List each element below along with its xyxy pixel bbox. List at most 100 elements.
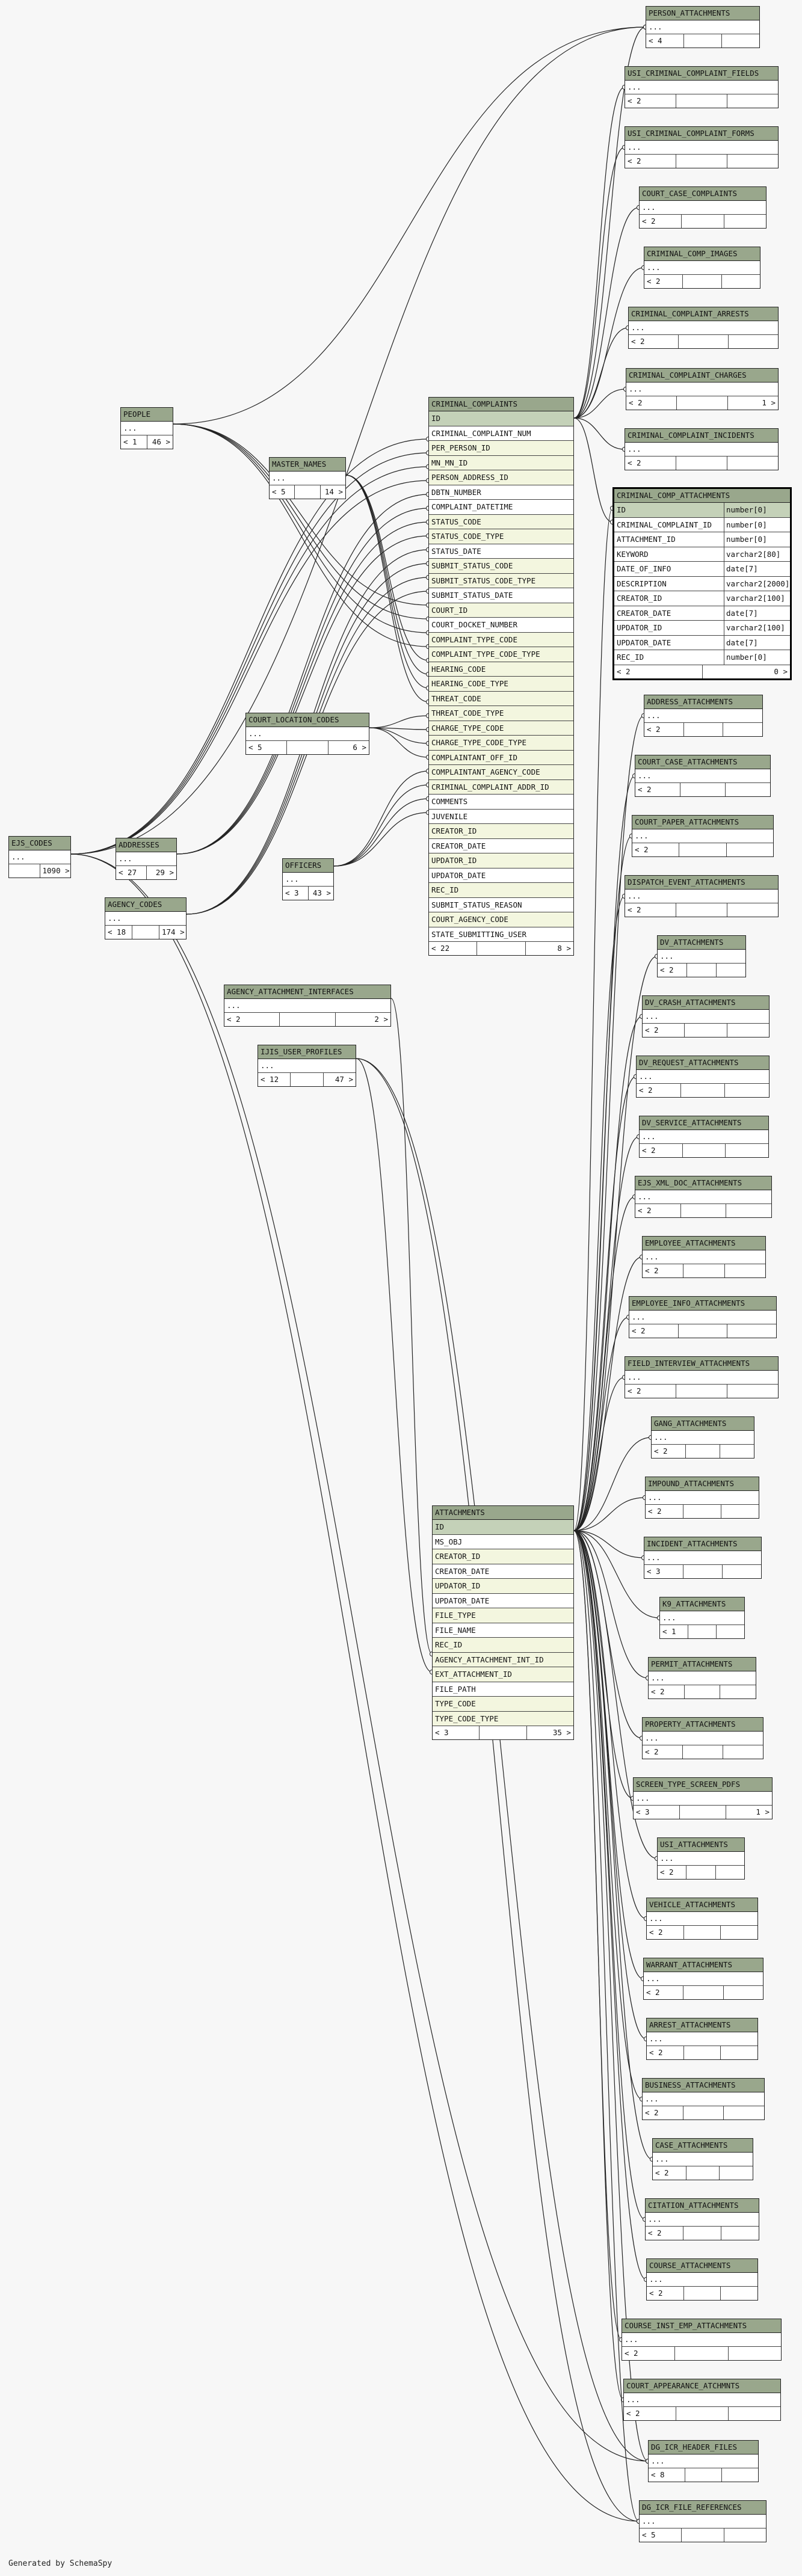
table-header[interactable]: COURT_PAPER_ATTACHMENTS — [632, 816, 773, 829]
table-header[interactable]: AGENCY_ATTACHMENT_INTERFACES — [224, 985, 390, 999]
table-header[interactable]: COURSE_INST_EMP_ATTACHMENTS — [622, 2319, 781, 2333]
table-header[interactable]: CRIMINAL_COMPLAINT_INCIDENTS — [625, 429, 778, 443]
table-header[interactable]: COURT_CASE_ATTACHMENTS — [635, 755, 770, 769]
table-header[interactable]: PERSON_ATTACHMENTS — [646, 7, 759, 20]
table-incident-attachments[interactable]: INCIDENT_ATTACHMENTS...< 3 — [644, 1537, 762, 1579]
table-header[interactable]: CRIMINAL_COMP_IMAGES — [644, 247, 760, 261]
table-header[interactable]: AGENCY_CODES — [105, 898, 186, 912]
table-k9-attachments[interactable]: K9_ATTACHMENTS...< 1 — [659, 1597, 745, 1639]
table-property-attachments[interactable]: PROPERTY_ATTACHMENTS...< 2 — [642, 1717, 763, 1759]
table-header[interactable]: DV_ATTACHMENTS — [658, 936, 745, 950]
table-header[interactable]: PEOPLE — [121, 408, 173, 422]
table-dv-crash-attachments[interactable]: DV_CRASH_ATTACHMENTS...< 2 — [642, 995, 770, 1037]
table-criminal-complaint-incidents[interactable]: CRIMINAL_COMPLAINT_INCIDENTS...< 2 — [625, 428, 779, 470]
table-dispatch-event-attachments[interactable]: DISPATCH_EVENT_ATTACHMENTS...< 2 — [625, 875, 779, 917]
table-header[interactable]: USI_CRIMINAL_COMPLAINT_FIELDS — [625, 67, 778, 81]
table-header[interactable]: DG_ICR_FILE_REFERENCES — [640, 2501, 766, 2515]
table-header[interactable]: WARRANT_ATTACHMENTS — [644, 1958, 763, 1972]
table-header[interactable]: COURT_LOCATION_CODES — [246, 713, 369, 727]
table-usi-attachments[interactable]: USI_ATTACHMENTS...< 2 — [657, 1837, 745, 1880]
table-header[interactable]: PERMIT_ATTACHMENTS — [649, 1658, 756, 1671]
table-court-paper-attachments[interactable]: COURT_PAPER_ATTACHMENTS...< 2 — [632, 815, 774, 857]
table-header[interactable]: DV_REQUEST_ATTACHMENTS — [637, 1056, 769, 1070]
table-header[interactable]: COURT_CASE_COMPLAINTS — [640, 187, 766, 201]
table-header[interactable]: CRIMINAL_COMP_ATTACHMENTS — [614, 489, 790, 503]
table-header[interactable]: K9_ATTACHMENTS — [660, 1597, 744, 1611]
table-header[interactable]: ATTACHMENTS — [433, 1506, 573, 1520]
table-court-case-complaints[interactable]: COURT_CASE_COMPLAINTS...< 2 — [639, 186, 767, 229]
table-header[interactable]: CRIMINAL_COMPLAINTS — [429, 398, 573, 411]
table-dv-attachments[interactable]: DV_ATTACHMENTS...< 2 — [657, 935, 746, 977]
table-header[interactable]: COURSE_ATTACHMENTS — [647, 2259, 757, 2273]
table-header[interactable]: USI_CRIMINAL_COMPLAINT_FORMS — [625, 127, 778, 141]
table-person-attachments[interactable]: PERSON_ATTACHMENTS...< 4 — [646, 6, 760, 48]
table-header[interactable]: GANG_ATTACHMENTS — [652, 1417, 754, 1431]
table-ejs-codes[interactable]: EJS_CODES...1090 > — [8, 836, 71, 878]
table-criminal-comp-images[interactable]: CRIMINAL_COMP_IMAGES...< 2 — [644, 247, 760, 289]
table-header[interactable]: CRIMINAL_COMPLAINT_CHARGES — [626, 369, 778, 383]
table-header[interactable]: DISPATCH_EVENT_ATTACHMENTS — [625, 876, 778, 890]
table-header[interactable]: ADDRESSES — [116, 838, 176, 852]
table-address-attachments[interactable]: ADDRESS_ATTACHMENTS...< 2 — [644, 695, 763, 737]
table-dv-service-attachments[interactable]: DV_SERVICE_ATTACHMENTS...< 2 — [639, 1116, 769, 1158]
table-case-attachments[interactable]: CASE_ATTACHMENTS...< 2 — [652, 2138, 753, 2180]
table-warrant-attachments[interactable]: WARRANT_ATTACHMENTS...< 2 — [643, 1958, 763, 2000]
table-header[interactable]: IMPOUND_ATTACHMENTS — [646, 1477, 759, 1491]
table-header[interactable]: USI_ATTACHMENTS — [658, 1838, 744, 1852]
table-dv-request-attachments[interactable]: DV_REQUEST_ATTACHMENTS...< 2 — [636, 1056, 770, 1098]
table-course-inst-emp-attachments[interactable]: COURSE_INST_EMP_ATTACHMENTS...< 2 — [622, 2319, 782, 2361]
table-header[interactable]: EMPLOYEE_ATTACHMENTS — [643, 1237, 765, 1250]
table-citation-attachments[interactable]: CITATION_ATTACHMENTS...< 2 — [645, 2198, 759, 2240]
table-usi-criminal-complaint-fields[interactable]: USI_CRIMINAL_COMPLAINT_FIELDS...< 2 — [625, 66, 779, 108]
table-header[interactable]: SCREEN_TYPE_SCREEN_PDFS — [634, 1778, 772, 1792]
table-vehicle-attachments[interactable]: VEHICLE_ATTACHMENTS...< 2 — [646, 1898, 758, 1940]
table-court-case-attachments[interactable]: COURT_CASE_ATTACHMENTS...< 2 — [635, 755, 771, 797]
table-header[interactable]: CRIMINAL_COMPLAINT_ARRESTS — [629, 307, 778, 321]
table-employee-info-attachments[interactable]: EMPLOYEE_INFO_ATTACHMENTS...< 2 — [629, 1296, 777, 1338]
table-header[interactable]: CITATION_ATTACHMENTS — [646, 2199, 759, 2213]
table-dg-icr-header-files[interactable]: DG_ICR_HEADER_FILES...< 8 — [648, 2440, 759, 2482]
table-permit-attachments[interactable]: PERMIT_ATTACHMENTS...< 2 — [648, 1657, 756, 1699]
table-header[interactable]: VEHICLE_ATTACHMENTS — [647, 1898, 757, 1912]
table-header[interactable]: INCIDENT_ATTACHMENTS — [644, 1537, 761, 1551]
table-header[interactable]: IJIS_USER_PROFILES — [258, 1045, 356, 1059]
table-header[interactable]: EMPLOYEE_INFO_ATTACHMENTS — [629, 1297, 776, 1311]
table-impound-attachments[interactable]: IMPOUND_ATTACHMENTS...< 2 — [645, 1477, 759, 1519]
table-arrest-attachments[interactable]: ARREST_ATTACHMENTS...< 2 — [646, 2018, 758, 2060]
table-header[interactable]: DV_CRASH_ATTACHMENTS — [643, 996, 769, 1010]
table-header[interactable]: PROPERTY_ATTACHMENTS — [643, 1718, 763, 1732]
table-ejs-xml-doc-attachments[interactable]: EJS_XML_DOC_ATTACHMENTS...< 2 — [635, 1176, 772, 1218]
table-court-appearance-atchmnts[interactable]: COURT_APPEARANCE_ATCHMNTS...< 2 — [623, 2379, 781, 2421]
table-header[interactable]: ARREST_ATTACHMENTS — [647, 2018, 757, 2032]
table-criminal-complaint-arrests[interactable]: CRIMINAL_COMPLAINT_ARRESTS...< 2 — [628, 307, 779, 349]
table-header[interactable]: EJS_XML_DOC_ATTACHMENTS — [635, 1176, 771, 1190]
table-header[interactable]: MASTER_NAMES — [270, 458, 345, 472]
table-header[interactable]: DG_ICR_HEADER_FILES — [649, 2441, 758, 2455]
table-field-interview-attachments[interactable]: FIELD_INTERVIEW_ATTACHMENTS...< 2 — [625, 1356, 779, 1398]
table-header[interactable]: BUSINESS_ATTACHMENTS — [643, 2079, 764, 2092]
table-business-attachments[interactable]: BUSINESS_ATTACHMENTS...< 2 — [642, 2078, 765, 2120]
table-usi-criminal-complaint-forms[interactable]: USI_CRIMINAL_COMPLAINT_FORMS...< 2 — [625, 126, 779, 168]
table-course-attachments[interactable]: COURSE_ATTACHMENTS...< 2 — [646, 2258, 758, 2301]
table-header[interactable]: CASE_ATTACHMENTS — [653, 2139, 753, 2153]
table-gang-attachments[interactable]: GANG_ATTACHMENTS...< 2 — [651, 1416, 754, 1459]
table-header[interactable]: FIELD_INTERVIEW_ATTACHMENTS — [625, 1357, 778, 1371]
table-dg-icr-file-references[interactable]: DG_ICR_FILE_REFERENCES...< 5 — [639, 2500, 767, 2542]
table-header[interactable]: COURT_APPEARANCE_ATCHMNTS — [624, 2379, 780, 2393]
table-employee-attachments[interactable]: EMPLOYEE_ATTACHMENTS...< 2 — [642, 1236, 766, 1278]
table-header[interactable]: OFFICERS — [283, 859, 333, 873]
table-header[interactable]: EJS_CODES — [9, 837, 70, 850]
